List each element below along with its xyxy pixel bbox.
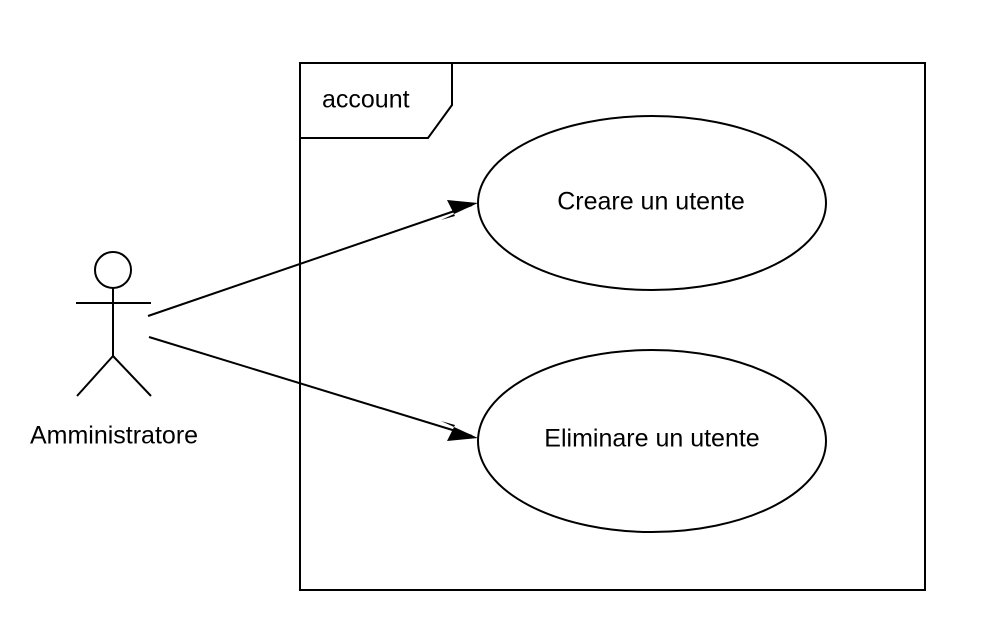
system-boundary-label: account [322, 86, 410, 114]
arrowhead-2 [441, 421, 478, 441]
use-case-ellipse-2[interactable] [477, 349, 827, 533]
actor-amministratore[interactable]: Amministratore [30, 251, 198, 450]
system-boundary-tab [300, 62, 453, 139]
association-amministratore-creare-un-utente[interactable] [147, 200, 478, 317]
actor-head-icon [94, 251, 132, 289]
use-case-creare-un-utente[interactable]: Creare un utente [477, 115, 827, 291]
use-case-label-2: Eliminare un utente [544, 425, 759, 453]
association-amministratore-eliminare-un-utente[interactable] [148, 336, 478, 441]
arrowhead-1 [441, 200, 478, 220]
actor-left-leg-line [76, 355, 114, 397]
use-case-ellipse-1[interactable] [477, 115, 827, 291]
association-line-2[interactable] [148, 336, 473, 437]
use-case-eliminare-un-utente[interactable]: Eliminare un utente [477, 349, 827, 533]
use-case-label-1: Creare un utente [557, 188, 745, 216]
actor-label: Amministratore [30, 422, 198, 450]
association-line-1[interactable] [147, 204, 473, 317]
actor-right-leg-line [112, 355, 152, 397]
